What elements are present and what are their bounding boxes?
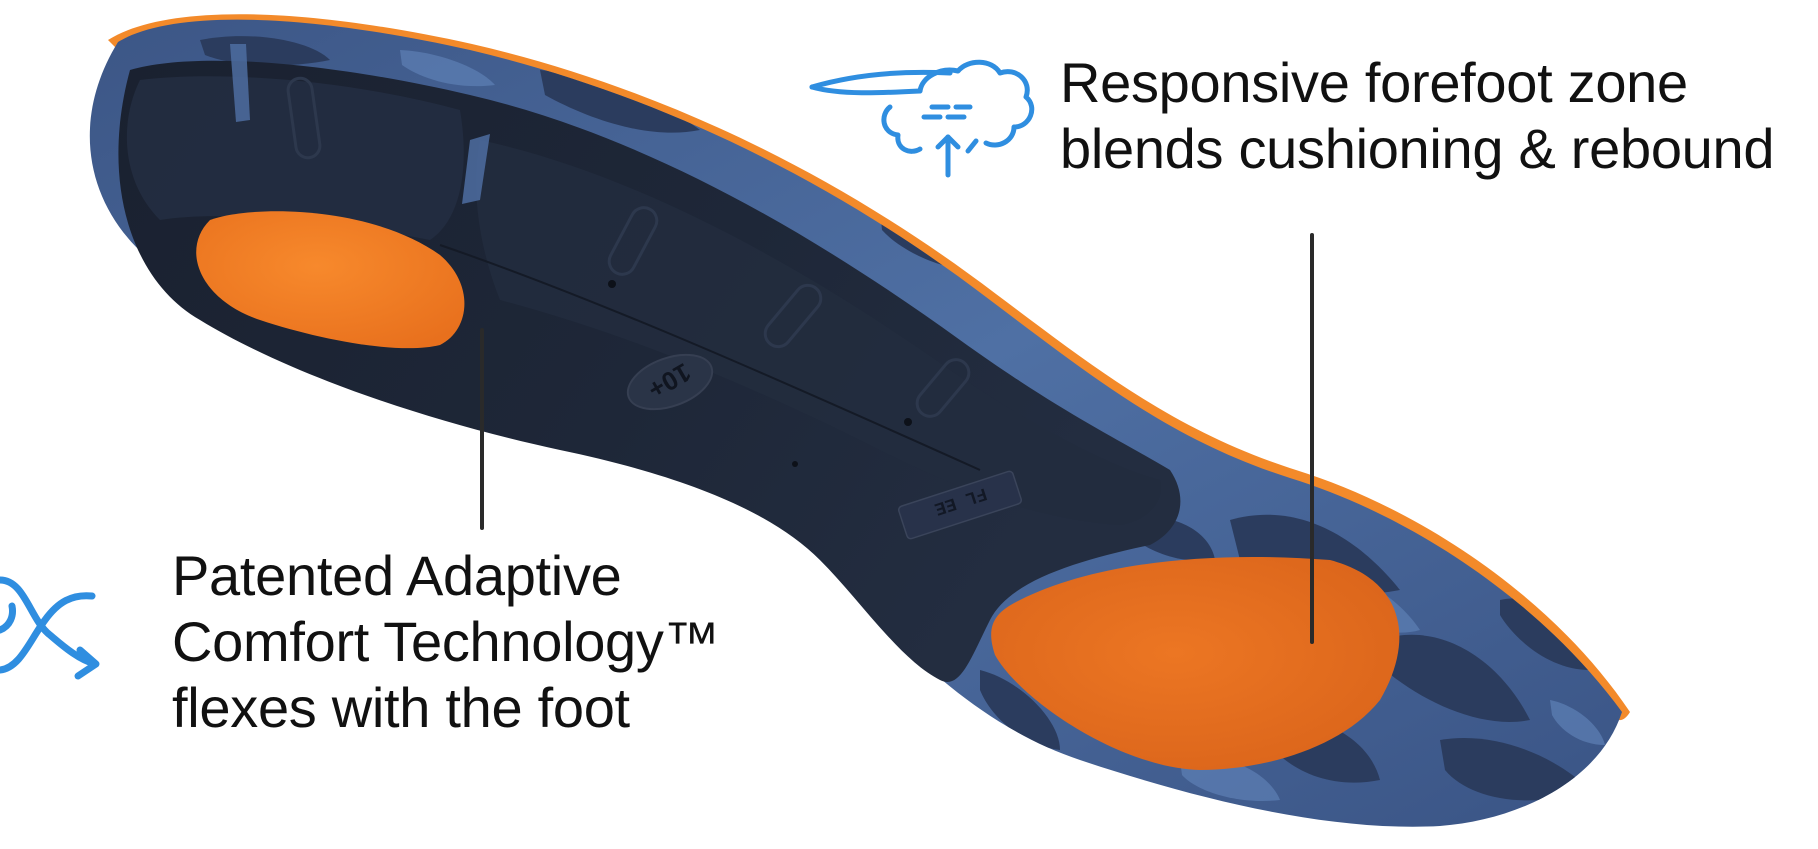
forefoot-callout-line-2: blends cushioning & rebound [1060, 117, 1775, 180]
cloud-rebound-icon [800, 55, 1040, 185]
adaptive-callout: Patented Adaptive Comfort Technology™ fl… [172, 543, 720, 741]
adaptive-callout-line-1: Patented Adaptive [172, 544, 622, 607]
insole-vent-slots [286, 76, 971, 418]
heel-orange-pad [196, 211, 465, 349]
size-badge: 10+ [626, 353, 714, 411]
forefoot-callout-line-1: Responsive forefoot zone [1060, 51, 1688, 114]
forefoot-orange-pad [991, 556, 1400, 770]
forefoot-callout: Responsive forefoot zone blends cushioni… [1060, 50, 1775, 182]
insole-shell-seam [439, 244, 981, 471]
insole-shell-heel-panel [126, 76, 464, 240]
adaptive-callout-line-2: Comfort Technology™ [172, 610, 720, 673]
insole-shell-panel [476, 140, 1161, 525]
flex-arrows-icon [0, 560, 110, 700]
heel-camo-stripes [230, 44, 490, 204]
insole-slot-dots [608, 280, 912, 467]
adaptive-callout-line-3: flexes with the foot [172, 676, 630, 739]
